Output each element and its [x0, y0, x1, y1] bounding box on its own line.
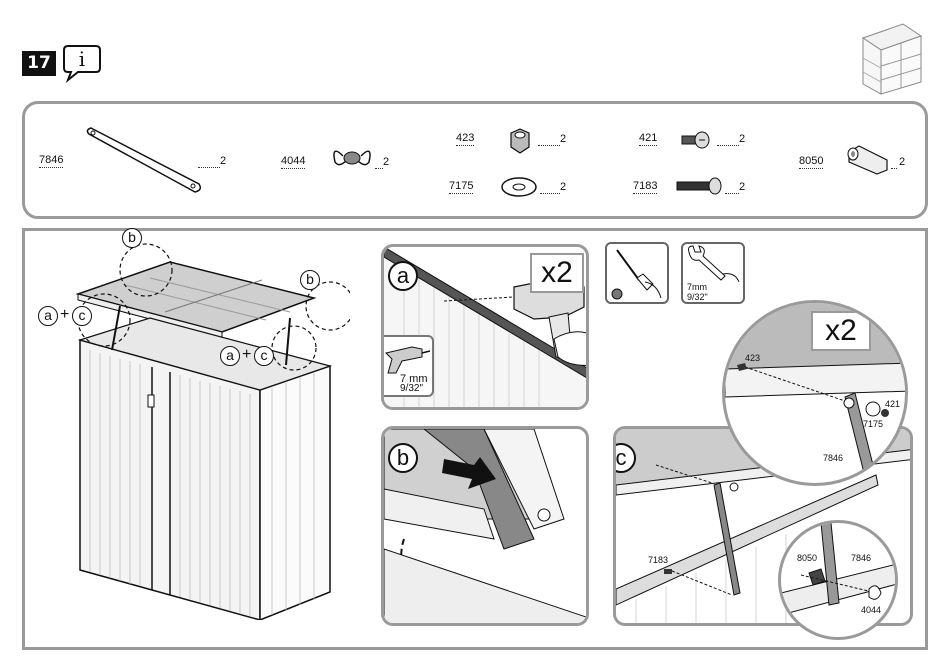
callout-b-top: b	[122, 228, 142, 248]
part-qty-4044: 2	[383, 156, 389, 169]
wrench-tool-box: 7mm 9/32"	[681, 242, 745, 304]
part-qty-421: 2	[739, 133, 745, 146]
drill-bit-inset: 7 mm 9/32"	[381, 335, 434, 397]
label-7183: 7183	[648, 555, 668, 565]
detail-c-multiplier: x2	[811, 311, 871, 351]
parts-list-panel: 7846 2 4044 2 423 2 7175 2 421 2 7183	[22, 101, 928, 219]
shed-thumbnail-icon	[855, 14, 925, 96]
hex-nut-icon	[505, 127, 535, 155]
detail-b-letter: b	[388, 443, 418, 473]
part-qty-7846: 2	[220, 155, 226, 168]
hex-spacer-icon	[843, 142, 893, 176]
part-qty-8050: 2	[899, 156, 905, 169]
wrench-size-inch: 9/32"	[687, 292, 708, 302]
label-7846-upper: 7846	[823, 453, 843, 463]
callout-b-right: b	[300, 270, 320, 290]
callout-a-left: a	[38, 306, 58, 326]
step-number: 17	[22, 51, 56, 76]
part-qty-7183: 2	[739, 181, 745, 194]
part-qty-423: 2	[560, 133, 566, 146]
label-4044: 4044	[861, 605, 881, 615]
part-code-7183: 7183	[633, 180, 657, 194]
part-qty-7175: 2	[560, 181, 566, 194]
wrench-icon	[683, 244, 743, 284]
drill-size-inch: 9/32"	[400, 383, 423, 394]
plus-sign-left: +	[60, 306, 69, 324]
callout-a-right: a	[220, 346, 240, 366]
label-8050: 8050	[797, 553, 817, 563]
label-7175: 7175	[863, 419, 883, 429]
detail-a-multiplier: x2	[530, 253, 584, 293]
strap-bar-icon	[83, 126, 203, 196]
part-code-4044: 4044	[281, 155, 305, 169]
label-423: 423	[745, 353, 760, 363]
wing-nut-icon	[329, 142, 375, 170]
washer-icon	[499, 176, 539, 198]
spacer-wingnut-closeup-illustration	[781, 523, 898, 640]
part-code-7175: 7175	[449, 180, 473, 194]
screwdriver-tool-box	[605, 242, 669, 304]
svg-text:i: i	[79, 47, 85, 71]
part-code-421: 421	[639, 132, 657, 146]
callout-c-left: c	[72, 306, 92, 326]
short-screw-icon	[680, 130, 712, 150]
drill-icon	[382, 339, 430, 375]
label-421: 421	[885, 399, 900, 409]
screwdriver-icon	[607, 244, 667, 302]
part-code-423: 423	[456, 132, 474, 146]
detail-b-panel: b	[381, 426, 589, 626]
detail-a-panel: a x2 7 mm 9/32"	[381, 244, 589, 410]
shed-overview-illustration	[60, 240, 350, 620]
zoom-circle-lower: 8050 7846 4044	[778, 520, 898, 640]
callout-c-right: c	[254, 346, 274, 366]
info-icon: i	[62, 42, 102, 84]
part-code-8050: 8050	[799, 155, 823, 169]
part-code-7846: 7846	[39, 154, 63, 168]
zoom-circle-upper: x2 423 421 7175 7846	[722, 300, 908, 486]
long-bolt-icon	[675, 176, 723, 196]
wrench-size-mm: 7mm	[687, 282, 707, 292]
plus-sign-right: +	[242, 346, 251, 364]
label-7846-lower: 7846	[851, 553, 871, 563]
detail-a-letter: a	[388, 261, 418, 291]
